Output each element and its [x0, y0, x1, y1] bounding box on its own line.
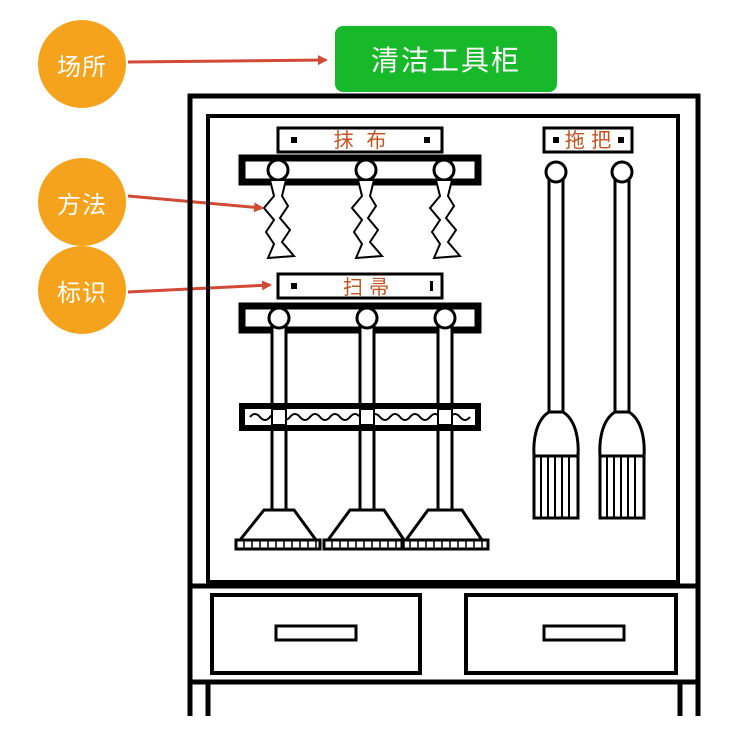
drawer-left	[210, 593, 422, 675]
cabinet-title: 清洁工具柜	[335, 26, 557, 92]
callout-identification: 标识	[38, 246, 126, 334]
drawer-right	[464, 593, 678, 675]
cloth-label-plate: 抹 布	[276, 126, 444, 154]
arrow-identification	[127, 280, 272, 294]
broom-heads	[234, 508, 490, 551]
callout-location-label: 场所	[57, 52, 107, 81]
cloths	[262, 179, 463, 260]
broom-label: 扫 帚	[343, 275, 389, 299]
arrow-location	[127, 55, 328, 66]
cabinet-title-text: 清洁工具柜	[370, 44, 521, 77]
callout-method: 方法	[38, 158, 126, 246]
mop-strands	[540, 456, 636, 518]
mop-label-plate: 拖 把	[542, 126, 634, 154]
broom-retainer	[239, 403, 481, 431]
broom-bristles	[243, 540, 483, 549]
mops	[532, 160, 646, 520]
callout-location: 场所	[38, 20, 126, 108]
callout-method-label: 方法	[57, 190, 107, 219]
mop-label: 拖 把	[565, 128, 611, 152]
arrow-method	[127, 194, 264, 213]
cabinet-frame	[187, 93, 701, 716]
callout-identification-label: 标识	[57, 278, 107, 307]
cloth-label: 抹 布	[334, 128, 387, 152]
broom-label-plate: 扫 帚	[276, 272, 444, 300]
